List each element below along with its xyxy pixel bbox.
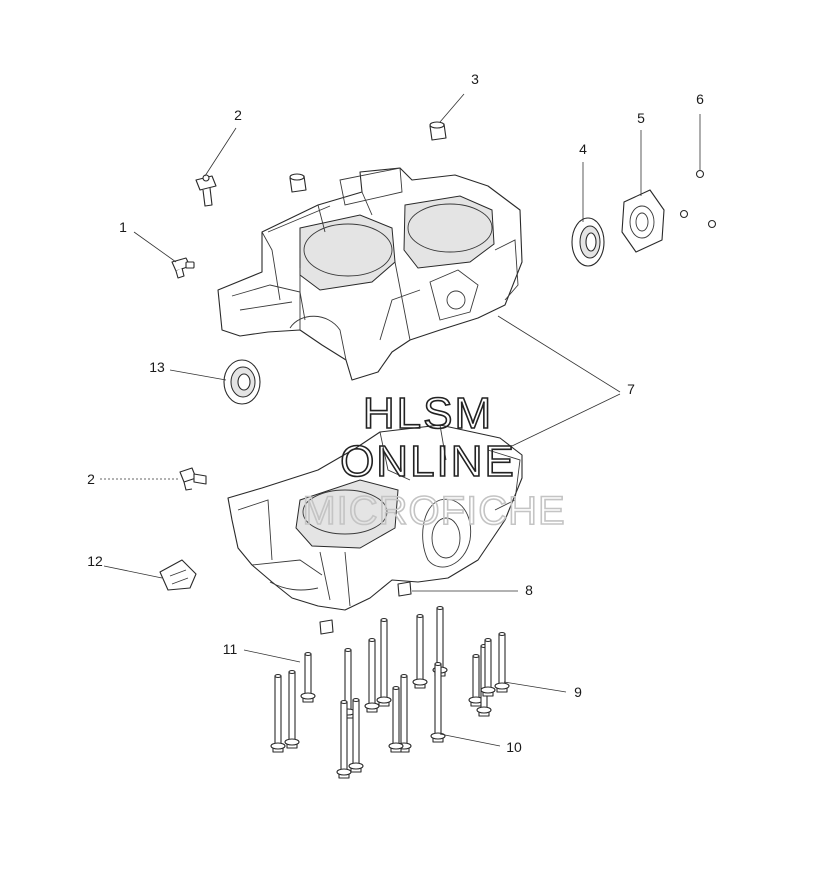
upper-crankcase xyxy=(217,167,523,381)
callout-4: 4 xyxy=(579,141,587,157)
leader-12 xyxy=(103,565,163,579)
leader-7-upper xyxy=(497,315,621,393)
watermark: MICROFICHE HLSM ONLINE xyxy=(302,388,566,534)
leader-11 xyxy=(243,649,301,663)
bolt xyxy=(376,617,392,707)
callout-1: 1 xyxy=(119,219,127,235)
sensor-part-2-lower xyxy=(179,467,207,491)
callout-labels: 1 2 2 3 4 5 6 7 8 9 10 11 12 13 xyxy=(87,71,704,755)
bolt xyxy=(480,637,496,697)
bolt xyxy=(412,613,428,689)
callout-8: 8 xyxy=(525,582,533,598)
leader-10 xyxy=(439,733,501,747)
sensor-part-2-upper xyxy=(195,174,217,207)
callout-11: 11 xyxy=(223,641,238,657)
bolt-group xyxy=(270,605,510,779)
callout-12: 12 xyxy=(87,553,103,569)
bolt xyxy=(284,669,300,749)
callout-7: 7 xyxy=(627,381,635,397)
bracket-part-12 xyxy=(159,559,197,591)
callout-6: 6 xyxy=(696,91,704,107)
plug-part-3 xyxy=(289,121,447,193)
bolt xyxy=(348,697,364,773)
leader-7-lower xyxy=(511,393,621,447)
dowels-part-8 xyxy=(319,581,412,635)
bolt xyxy=(494,631,510,693)
bolt xyxy=(336,699,352,779)
bolt xyxy=(300,651,316,703)
leader-13 xyxy=(169,369,227,381)
callout-2-lower: 2 xyxy=(87,471,95,487)
lower-crankcase xyxy=(227,424,523,611)
watermark-line-2: ONLINE xyxy=(340,437,516,486)
bolt xyxy=(364,637,380,713)
screws-part-6 xyxy=(679,169,717,229)
callout-3: 3 xyxy=(471,71,479,87)
callout-13: 13 xyxy=(149,359,165,375)
callout-5: 5 xyxy=(637,110,645,126)
leader-3 xyxy=(439,93,465,123)
seal-part-13 xyxy=(223,359,261,405)
bolt xyxy=(270,673,286,753)
leader-lines xyxy=(100,93,701,747)
callout-9: 9 xyxy=(574,684,582,700)
bolt xyxy=(388,685,404,753)
seal-part-4 xyxy=(571,217,605,267)
watermark-line-1: HLSM xyxy=(363,389,493,438)
callout-2-upper: 2 xyxy=(234,107,242,123)
cover-part-5 xyxy=(621,189,665,253)
leader-1 xyxy=(133,231,177,263)
leader-9 xyxy=(503,681,567,693)
callout-10: 10 xyxy=(506,739,522,755)
leader-2-upper xyxy=(204,127,237,177)
bolt xyxy=(430,661,446,743)
fitting-part-1 xyxy=(171,257,195,279)
watermark-line-3: MICROFICHE xyxy=(302,489,565,533)
